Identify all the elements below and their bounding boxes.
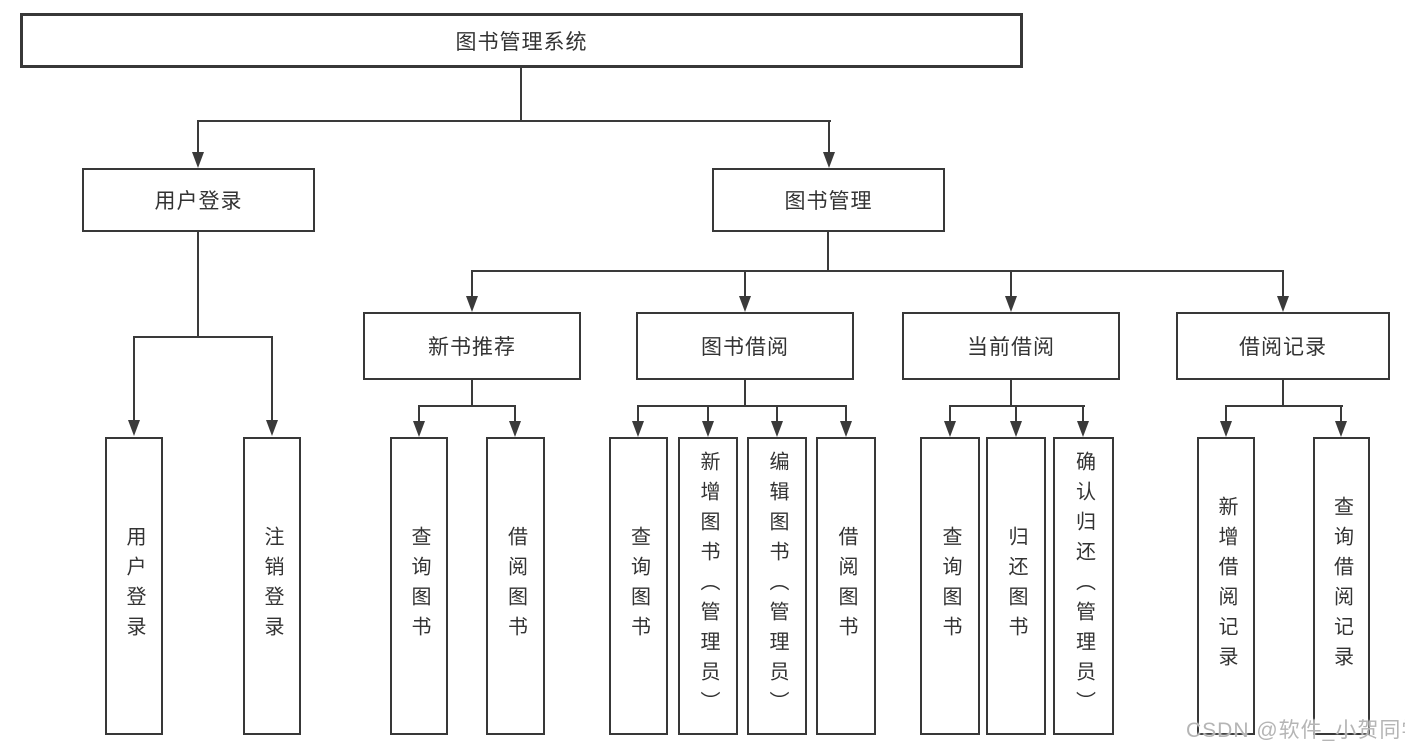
leaf-label: 查询图书: [408, 526, 430, 646]
leaf-query-books-borrow: 查询图书: [609, 437, 668, 735]
connector-line: [637, 405, 847, 407]
connector-line: [1225, 405, 1343, 407]
arrowhead-icon: [466, 296, 478, 312]
connector-line: [949, 405, 951, 423]
arrowhead-icon: [1077, 421, 1089, 437]
connector-line: [845, 405, 847, 423]
leaf-edit-books-admin: 编辑图书（管理员）: [747, 437, 807, 735]
leaf-label: 借阅图书: [504, 526, 527, 646]
leaf-add-books-admin: 新增图书（管理员）: [678, 437, 738, 735]
arrowhead-icon: [413, 421, 425, 437]
leaf-borrow-books-recommend: 借阅图书: [486, 437, 545, 735]
connector-line: [471, 270, 473, 298]
arrowhead-icon: [823, 152, 835, 168]
leaf-query-borrow-record: 查询借阅记录: [1313, 437, 1370, 735]
connector-line: [744, 380, 746, 407]
connector-line: [1282, 380, 1284, 407]
leaf-label: 编辑图书（管理员）: [766, 451, 788, 721]
leaf-label: 借阅图书: [835, 526, 857, 646]
connector-line: [1225, 405, 1227, 423]
leaf-label: 用户登录: [123, 526, 145, 646]
connector-line: [1010, 380, 1012, 407]
leaf-label: 查询图书: [627, 526, 650, 646]
node-label: 借阅记录: [1239, 336, 1327, 359]
connector-line: [471, 270, 1283, 272]
arrowhead-icon: [739, 296, 751, 312]
node-new-book-recommendation: 新书推荐: [363, 312, 581, 380]
node-book-borrowing: 图书借阅: [636, 312, 854, 380]
arrowhead-icon: [1220, 421, 1232, 437]
arrowhead-icon: [1010, 421, 1022, 437]
connector-line: [197, 120, 199, 154]
arrowhead-icon: [1277, 296, 1289, 312]
connector-line: [949, 405, 1085, 407]
connector-line: [1010, 270, 1012, 298]
connector-line: [827, 232, 829, 272]
leaf-query-books-recommend: 查询图书: [390, 437, 448, 735]
connector-line: [828, 120, 830, 154]
connector-line: [514, 405, 516, 423]
arrowhead-icon: [702, 421, 714, 437]
leaf-label: 注销登录: [261, 526, 283, 646]
arrowhead-icon: [266, 420, 278, 436]
leaf-return-books: 归还图书: [986, 437, 1046, 735]
connector-line: [776, 405, 778, 423]
node-label: 新书推荐: [428, 336, 516, 359]
leaf-label: 查询图书: [939, 526, 961, 646]
node-label: 用户登录: [154, 190, 243, 213]
arrowhead-icon: [771, 421, 783, 437]
arrowhead-icon: [1335, 421, 1347, 437]
leaf-label: 查询借阅记录: [1330, 496, 1353, 676]
connector-line: [637, 405, 639, 423]
connector-line: [1015, 405, 1017, 423]
arrowhead-icon: [192, 152, 204, 168]
connector-line: [1282, 270, 1284, 298]
node-library-management-system: 图书管理系统: [20, 13, 1023, 68]
connector-line: [133, 336, 135, 422]
leaf-query-books-current: 查询图书: [920, 437, 980, 735]
leaf-borrow-books: 借阅图书: [816, 437, 876, 735]
connector-line: [744, 270, 746, 298]
arrowhead-icon: [1005, 296, 1017, 312]
leaf-label: 确认归还（管理员）: [1072, 451, 1095, 721]
node-label: 图书借阅: [701, 336, 789, 359]
connector-line: [707, 405, 709, 423]
leaf-logout: 注销登录: [243, 437, 301, 735]
arrowhead-icon: [632, 421, 644, 437]
leaf-confirm-return-admin: 确认归还（管理员）: [1053, 437, 1114, 735]
node-user-login: 用户登录: [82, 168, 315, 232]
leaf-add-borrow-record: 新增借阅记录: [1197, 437, 1255, 735]
arrowhead-icon: [509, 421, 521, 437]
connector-line: [520, 68, 522, 121]
node-label: 图书管理: [784, 190, 873, 213]
arrowhead-icon: [128, 420, 140, 436]
connector-line: [418, 405, 420, 423]
leaf-user-login: 用户登录: [105, 437, 163, 735]
arrowhead-icon: [944, 421, 956, 437]
connector-line: [197, 232, 199, 338]
leaf-label: 新增图书（管理员）: [697, 451, 719, 721]
node-label: 图书管理系统: [455, 30, 588, 54]
node-label: 当前借阅: [967, 336, 1055, 359]
connector-line: [471, 380, 473, 407]
connector-line: [1082, 405, 1084, 423]
node-book-management: 图书管理: [712, 168, 945, 232]
arrowhead-icon: [840, 421, 852, 437]
node-borrowing-records: 借阅记录: [1176, 312, 1390, 380]
connector-line: [197, 120, 831, 122]
connector-line: [1340, 405, 1342, 423]
leaf-label: 归还图书: [1005, 526, 1027, 646]
connector-line: [133, 336, 273, 338]
csdn-watermark: CSDN @软件_小贺同学: [1186, 719, 1405, 742]
connector-line: [271, 336, 273, 422]
leaf-label: 新增借阅记录: [1215, 496, 1237, 676]
connector-line: [418, 405, 516, 407]
node-current-borrowing: 当前借阅: [902, 312, 1120, 380]
